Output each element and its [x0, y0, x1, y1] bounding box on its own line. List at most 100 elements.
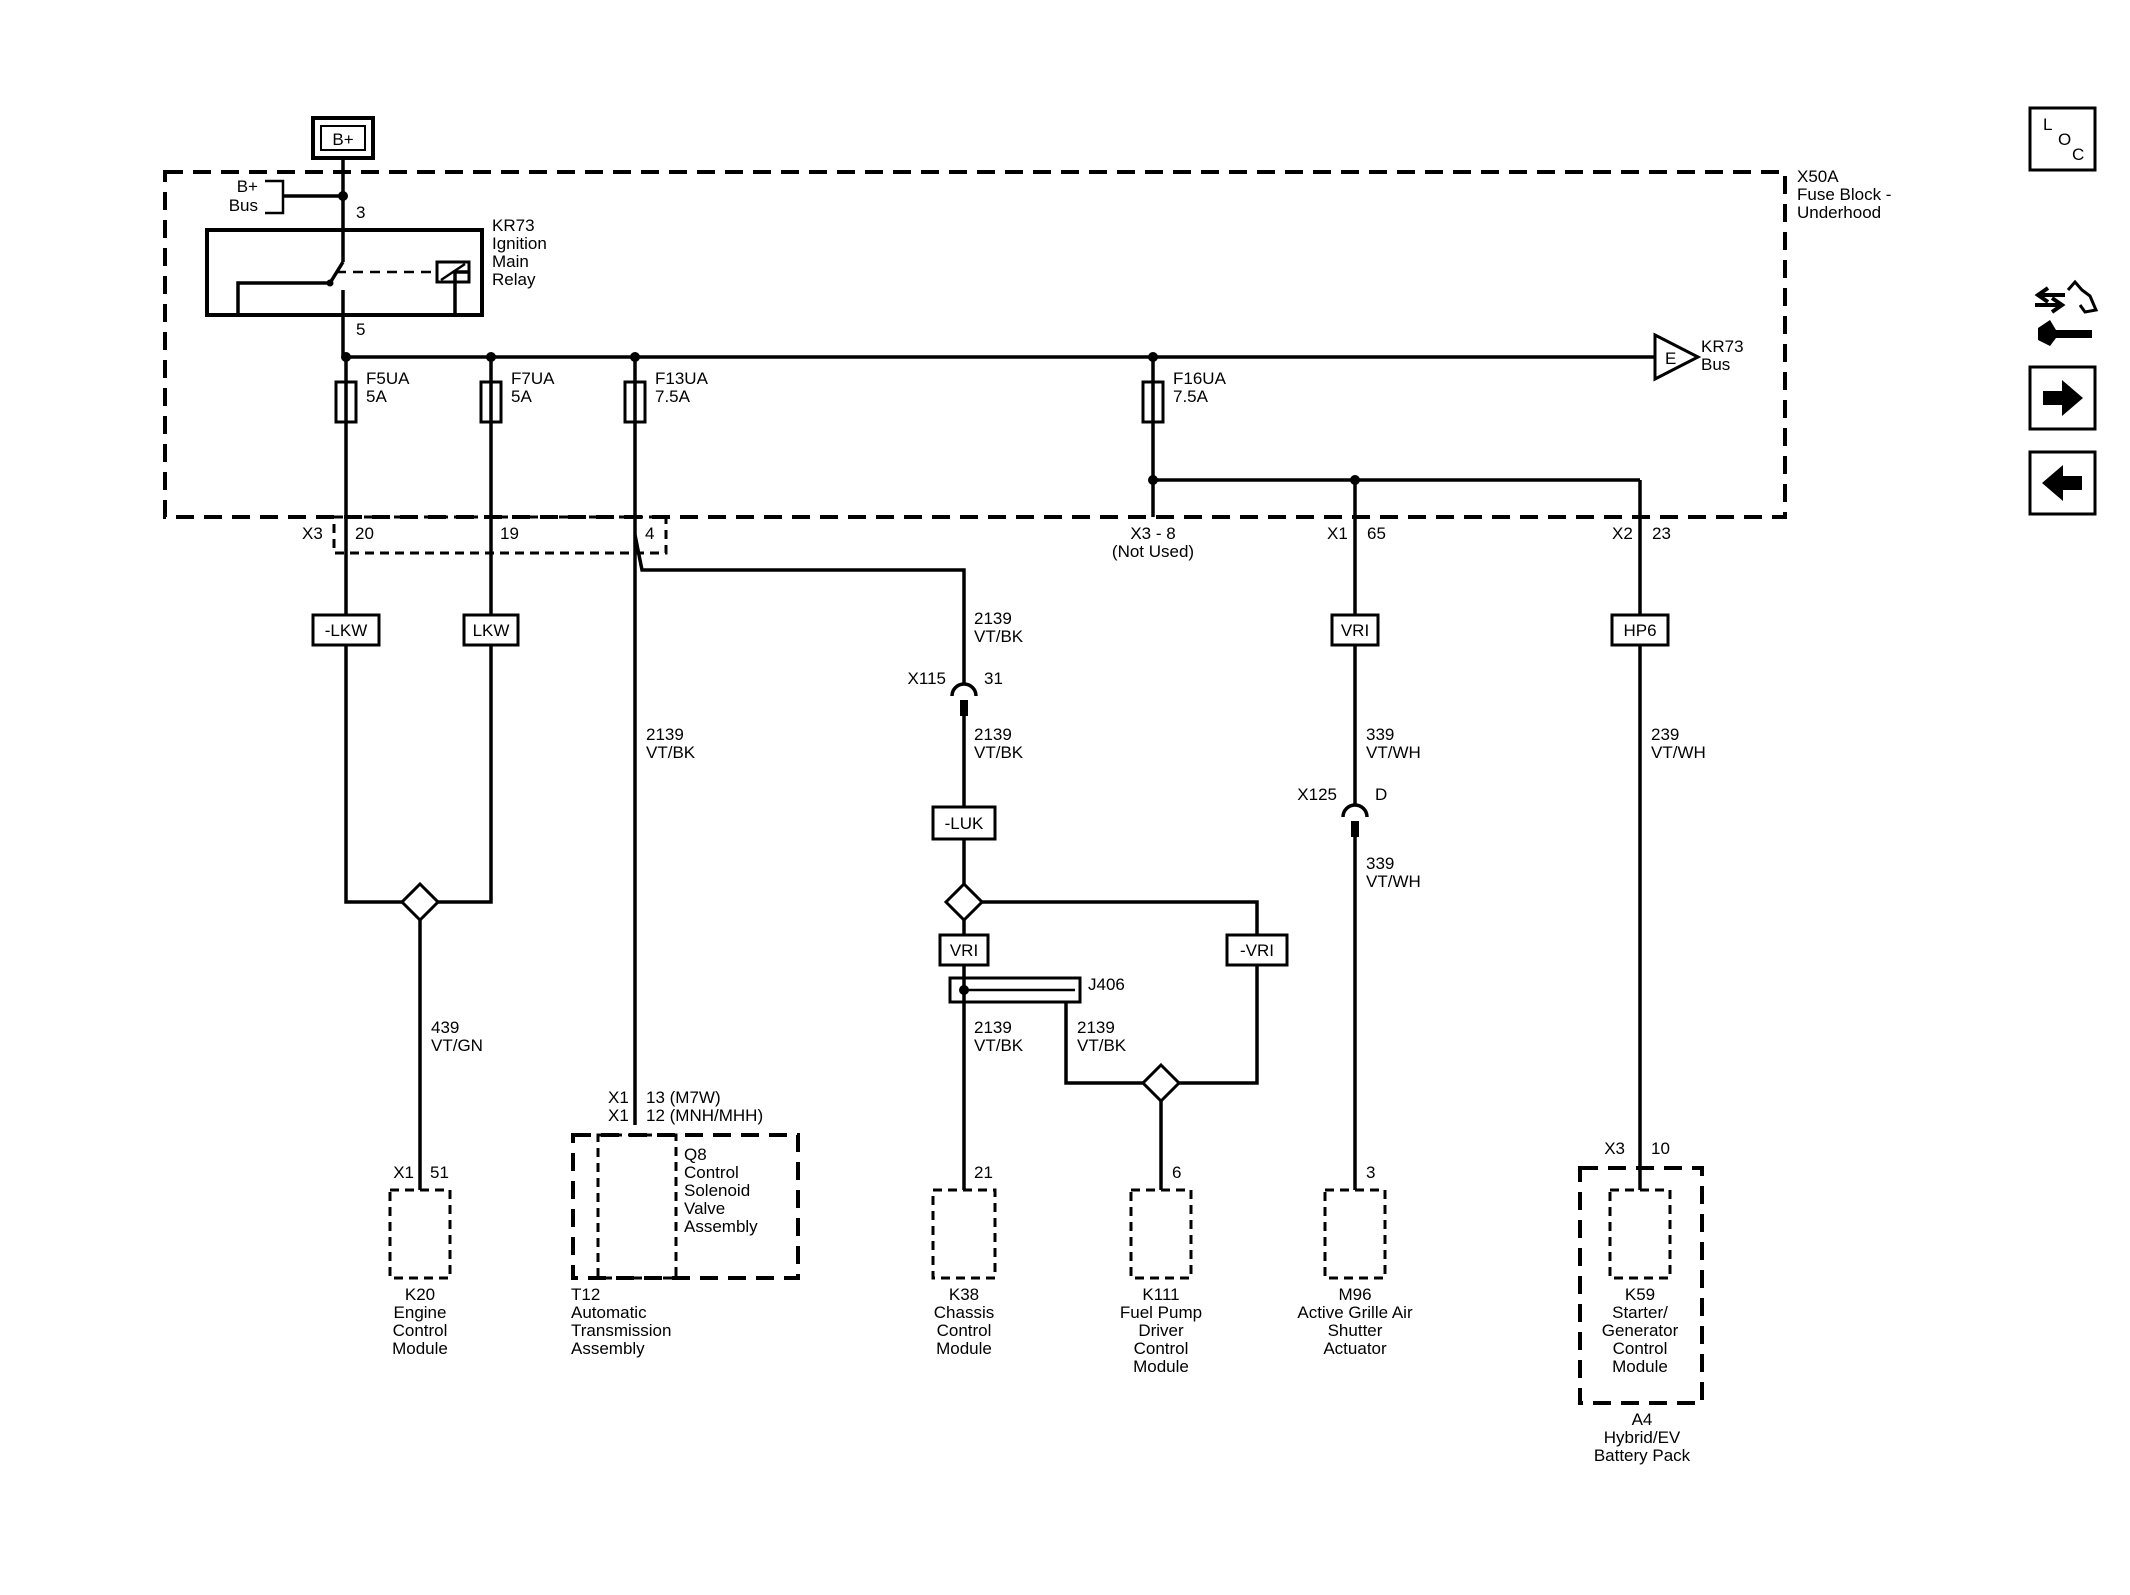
k38-name-1: Chassis	[934, 1303, 994, 1322]
wire-2139-number: 2139	[646, 725, 684, 744]
fuse-block-label: X50A Fuse Block - Underhood	[1797, 167, 1891, 222]
fuse-block-name: Fuse Block -	[1797, 185, 1891, 204]
bar-vri-b-label: VRI	[1341, 621, 1369, 640]
wire-239-color: VT/WH	[1651, 743, 1706, 762]
k20-name-2: Control	[393, 1321, 448, 1340]
k38-name-3: Module	[936, 1339, 992, 1358]
bar-vri-a	[938, 933, 990, 967]
bus-output-name: Bus	[1701, 355, 1730, 374]
fuse-rating: 7.5A	[1173, 387, 1209, 406]
k111-name-1: Fuel Pump	[1120, 1303, 1202, 1322]
bar-vri-a-label: VRI	[950, 941, 978, 960]
not-used-label: (Not Used)	[1112, 542, 1194, 561]
k59-connector: X3	[1604, 1139, 1625, 1158]
k59-id: K59	[1625, 1285, 1655, 1304]
kr73-relay: KR73 Ignition Main Relay	[205, 216, 547, 317]
pin-20: 20	[355, 524, 374, 543]
diode-pair-k111	[1140, 1062, 1182, 1104]
wire-2139-number: 2139	[1077, 1018, 1115, 1037]
k59-name-3: Control	[1613, 1339, 1668, 1358]
bar-luk-neg-label: -LUK	[945, 814, 984, 833]
a4-name-1: Hybrid/EV	[1604, 1428, 1681, 1447]
fuse-f5ua: F5UA 5A	[334, 357, 410, 424]
b-plus-label: B+	[332, 130, 353, 149]
x1-label: X1	[1327, 524, 1348, 543]
location-button[interactable]: L O C	[2028, 106, 2097, 172]
fuse-block-outline	[163, 170, 1787, 519]
t12-connector-1: X1	[608, 1088, 629, 1107]
module-k111: 6 K111 Fuel Pump Driver Control Module	[1120, 1163, 1202, 1376]
bus-output-letter: E	[1665, 349, 1676, 368]
x115-pin: 31	[984, 669, 1003, 688]
wire-2139-color: VT/BK	[974, 743, 1024, 762]
wire-439-number: 439	[431, 1018, 459, 1037]
bar-lkw-label: LKW	[473, 621, 510, 640]
k38-id: K38	[949, 1285, 979, 1304]
bar-lkw-neg-label: -LKW	[325, 621, 368, 640]
wire-339-number: 339	[1366, 725, 1394, 744]
fuse-rating: 7.5A	[655, 387, 691, 406]
fuse-block-id: X50A	[1797, 167, 1839, 186]
module-k20: X1 51 K20 Engine Control Module	[388, 1163, 452, 1358]
a4-name-2: Battery Pack	[1594, 1446, 1691, 1465]
fuse-name: F5UA	[366, 369, 410, 388]
k111-name-2: Driver	[1138, 1321, 1184, 1340]
b-plus-terminal: B+	[311, 116, 375, 160]
fuse-name: F7UA	[511, 369, 555, 388]
k59-name-2: Generator	[1602, 1321, 1679, 1340]
k20-connector: X1	[393, 1163, 414, 1182]
k38-name-2: Control	[937, 1321, 992, 1340]
m96-name-2: Shutter	[1328, 1321, 1383, 1340]
wire-2139-color: VT/BK	[1077, 1036, 1127, 1055]
relay-name-1: Ignition	[492, 234, 547, 253]
wire-2139-color: VT/BK	[974, 627, 1024, 646]
module-m96: 3 M96 Active Grille Air Shutter Actuator	[1297, 1163, 1413, 1358]
fuse-f16ua: F16UA 7.5A	[1141, 357, 1227, 424]
k111-name-4: Module	[1133, 1357, 1189, 1376]
wire-239-number: 239	[1651, 725, 1679, 744]
arrow-right-icon	[2043, 380, 2083, 416]
k38-pin: 21	[974, 1163, 993, 1182]
connector-view-icon[interactable]	[2034, 279, 2099, 346]
diode-pair-k20	[399, 881, 441, 923]
relay-name-3: Relay	[492, 270, 536, 289]
kr73-bus-output: E KR73 Bus	[1653, 332, 1744, 382]
m96-name-1: Active Grille Air	[1297, 1303, 1413, 1322]
k59-name-4: Module	[1612, 1357, 1668, 1376]
a4-id: A4	[1632, 1410, 1653, 1429]
loc-letter-c: C	[2072, 145, 2084, 164]
bar-hp6	[1610, 613, 1670, 647]
b-plus-bus-label-2: Bus	[229, 196, 258, 215]
relay-name-2: Main	[492, 252, 529, 271]
t12-pin-b: 12 (MNH/MHH)	[646, 1106, 763, 1125]
pin-4: 4	[645, 524, 654, 543]
k20-pin: 51	[430, 1163, 449, 1182]
wire-2139-number: 2139	[974, 1018, 1012, 1037]
loc-letter-o: O	[2058, 130, 2071, 149]
k59-pin: 10	[1651, 1139, 1670, 1158]
b-plus-bus-label: B+	[237, 177, 258, 196]
t12-name-3: Assembly	[571, 1339, 645, 1358]
q8-name-1: Control	[684, 1163, 739, 1182]
forward-button[interactable]	[2028, 365, 2097, 431]
wire-2139-color: VT/BK	[974, 1036, 1024, 1055]
pin-19: 19	[500, 524, 519, 543]
k111-pin: 6	[1172, 1163, 1181, 1182]
x125-label: X125	[1297, 785, 1337, 804]
wire-2139-number: 2139	[974, 609, 1012, 628]
wire-339-number: 339	[1366, 854, 1394, 873]
bar-vri-b	[1330, 613, 1380, 647]
pin-65: 65	[1367, 524, 1386, 543]
fuse-f7ua: F7UA 5A	[479, 357, 555, 424]
q8-name-2: Solenoid	[684, 1181, 750, 1200]
relay-id: KR73	[492, 216, 535, 235]
fuse-name: F16UA	[1173, 369, 1227, 388]
module-k59: X3 10 K59 Starter/ Generator Control Mod…	[1578, 1139, 1704, 1465]
t12-pin-a: 13 (M7W)	[646, 1088, 721, 1107]
back-button[interactable]	[2028, 450, 2097, 516]
k111-id: K111	[1142, 1285, 1179, 1304]
wire-439-color: VT/GN	[431, 1036, 483, 1055]
q8-name-4: Assembly	[684, 1217, 758, 1236]
x125-pin: D	[1375, 785, 1387, 804]
